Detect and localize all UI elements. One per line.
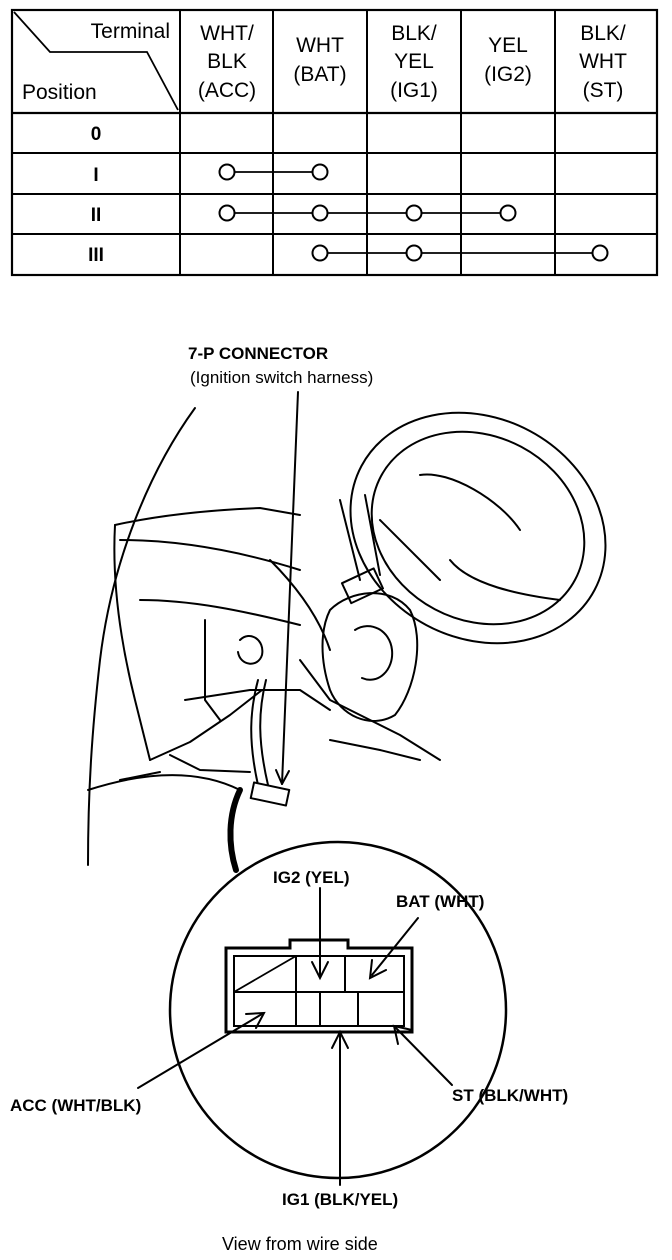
column-header-line: BLK/ xyxy=(580,22,626,45)
continuity-point xyxy=(405,244,423,262)
continuity-point xyxy=(218,163,236,181)
steering-wheel xyxy=(349,411,607,645)
continuity-marks xyxy=(218,163,609,262)
connector-title: 7-P CONNECTOR xyxy=(188,344,329,363)
position-label-2: II xyxy=(91,205,102,226)
column-header-line: (BAT) xyxy=(293,63,346,86)
continuity-point xyxy=(499,204,517,222)
terminal-header: Terminal xyxy=(91,20,170,43)
column-header-line: (IG1) xyxy=(390,79,438,102)
column-header-line: (ST) xyxy=(583,79,624,102)
column-header-line: WHT/ xyxy=(200,22,254,45)
connector-face-view xyxy=(168,840,508,1180)
continuity-point xyxy=(405,204,423,222)
continuity-table: Terminal Position WHT/ BLK (ACC) WHT (BA… xyxy=(10,8,659,277)
steering-column xyxy=(339,494,381,581)
label-ig2: IG2 (YEL) xyxy=(273,868,350,887)
column-header-line: (IG2) xyxy=(484,63,532,86)
continuity-point xyxy=(591,244,609,262)
column-header-st: BLK/ WHT (ST) xyxy=(579,22,627,102)
column-header-acc: WHT/ BLK (ACC) xyxy=(198,22,256,102)
harness-connector xyxy=(249,781,291,807)
view-caption: View from wire side xyxy=(222,1234,378,1254)
label-st: ST (BLK/WHT) xyxy=(452,1086,569,1105)
column-header-ig1: BLK/ YEL (IG1) xyxy=(390,22,438,102)
position-label-3: III xyxy=(88,245,104,266)
harness-wire xyxy=(250,679,259,786)
column-header-ig2: YEL (IG2) xyxy=(484,34,532,86)
position-header: Position xyxy=(22,81,97,104)
continuity-point xyxy=(311,244,329,262)
continuity-point xyxy=(311,204,329,222)
label-ig1: IG1 (BLK/YEL) xyxy=(282,1190,399,1209)
continuity-point xyxy=(311,163,329,181)
column-header-line: BLK/ xyxy=(391,22,437,45)
position-label-0: 0 xyxy=(91,124,102,145)
column-header-line: BLK xyxy=(207,50,247,73)
column-header-line: (ACC) xyxy=(198,79,256,102)
column-header-bat: WHT (BAT) xyxy=(293,34,346,86)
column-header-line: WHT xyxy=(579,50,627,73)
dashboard-panel xyxy=(114,507,301,526)
label-bat: BAT (WHT) xyxy=(396,892,485,911)
column-header-line: YEL xyxy=(488,34,528,57)
connector-subtitle: (Ignition switch harness) xyxy=(190,368,374,387)
dashboard-outline xyxy=(87,407,196,866)
label-acc: ACC (WHT/BLK) xyxy=(10,1096,142,1115)
column-header-line: YEL xyxy=(394,50,434,73)
continuity-point xyxy=(218,204,236,222)
position-label-1: I xyxy=(93,165,98,186)
column-header-line: WHT xyxy=(296,34,344,57)
